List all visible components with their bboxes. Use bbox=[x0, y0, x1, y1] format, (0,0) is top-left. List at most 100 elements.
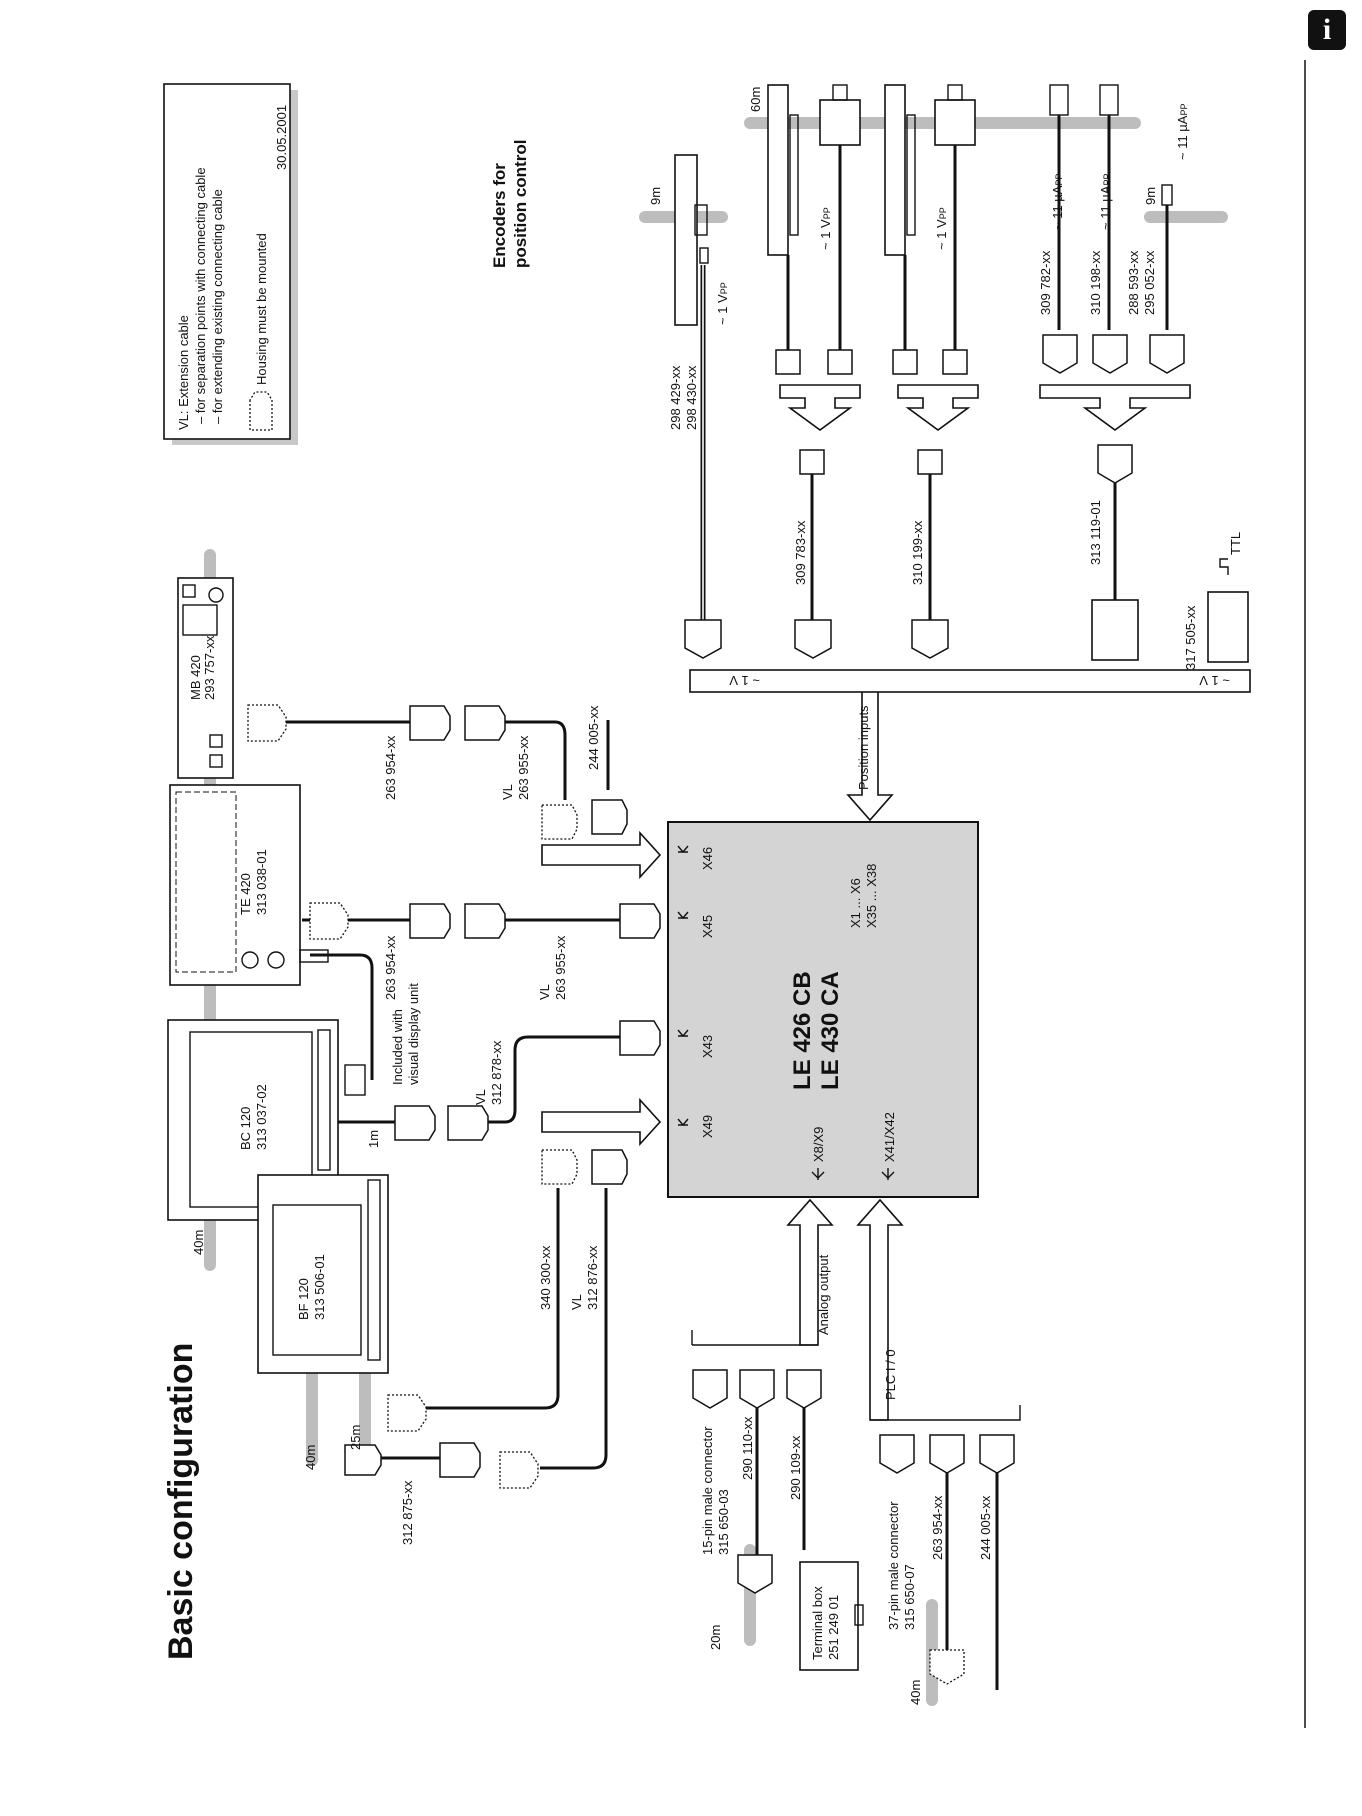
svg-text:40m: 40m bbox=[191, 1230, 206, 1255]
svg-text:X45: X45 bbox=[700, 915, 715, 938]
included-note: Included with visual display unit bbox=[299, 949, 421, 1096]
svg-text:Included with: Included with bbox=[390, 1009, 405, 1085]
cable-labels: 263 954-xx 263 954-xx VL 263 955-xx 244 … bbox=[383, 250, 1198, 1660]
svg-text:315 650-03: 315 650-03 bbox=[716, 1489, 731, 1555]
svg-text:VL: VL bbox=[500, 784, 515, 800]
position-inputs-label: Position inputs bbox=[856, 705, 871, 790]
svg-text:312 875-xx: 312 875-xx bbox=[400, 1480, 415, 1545]
svg-text:263 955-xx: 263 955-xx bbox=[516, 735, 531, 800]
legend-date: 30.05.2001 bbox=[274, 105, 289, 170]
svg-text:9m: 9m bbox=[648, 187, 663, 205]
svg-text:315 650-07: 315 650-07 bbox=[902, 1564, 917, 1630]
svg-text:263 954-xx: 263 954-xx bbox=[383, 935, 398, 1000]
input-arrows bbox=[541, 689, 904, 1421]
svg-text:310 199-xx: 310 199-xx bbox=[910, 520, 925, 585]
svg-text:244 005-xx: 244 005-xx bbox=[978, 1495, 993, 1560]
svg-text:1m: 1m bbox=[366, 1130, 381, 1148]
svg-text:X41/X42: X41/X42 bbox=[882, 1112, 897, 1162]
svg-text:Analog output: Analog output bbox=[816, 1254, 831, 1335]
plc-cables bbox=[879, 1434, 1015, 1690]
svg-text:VL: VL bbox=[537, 984, 552, 1000]
svg-text:290 110-xx: 290 110-xx bbox=[740, 1416, 755, 1480]
svg-text:317 505-xx: 317 505-xx bbox=[1183, 605, 1198, 670]
svg-text:20m: 20m bbox=[708, 1625, 723, 1650]
svg-text:290 109-xx: 290 109-xx bbox=[788, 1435, 803, 1500]
svg-text:~ 1 V: ~ 1 V bbox=[729, 673, 760, 688]
length-labels: 60m 9m 9m 40m 40m 25m 1m 20m 40m bbox=[191, 87, 1158, 1705]
svg-text:263 955-xx: 263 955-xx bbox=[553, 935, 568, 1000]
page-title: Basic configuration bbox=[162, 1343, 200, 1660]
bf120-unit: BF 120 313 506-01 bbox=[257, 1174, 389, 1374]
svg-text:TTL: TTL bbox=[1228, 532, 1243, 555]
svg-text:X35 ... X38: X35 ... X38 bbox=[864, 864, 879, 928]
svg-text:VL: VL bbox=[473, 1089, 488, 1105]
svg-text:X1 ... X6: X1 ... X6 bbox=[848, 878, 863, 928]
svg-text:313 037-02: 313 037-02 bbox=[254, 1084, 269, 1150]
housing-icon bbox=[249, 391, 273, 431]
svg-text:251 249 01: 251 249 01 bbox=[826, 1595, 841, 1660]
svg-text:Encoders for: Encoders for bbox=[490, 163, 509, 268]
svg-text:310 198-xx: 310 198-xx bbox=[1088, 250, 1103, 315]
svg-text:312 876-xx: 312 876-xx bbox=[585, 1245, 600, 1310]
cables-left bbox=[247, 704, 661, 1489]
svg-text:TE 420: TE 420 bbox=[238, 873, 253, 915]
svg-text:X46: X46 bbox=[700, 847, 715, 870]
main-unit-model-1: LE 426 CB bbox=[789, 971, 816, 1090]
svg-text:Terminal box: Terminal box bbox=[810, 1586, 825, 1660]
legend-line1: VL: Extension cable bbox=[176, 315, 191, 430]
svg-text:293 757-xx: 293 757-xx bbox=[202, 635, 217, 700]
feed-lines: Analog output PLC I / 0 bbox=[691, 1254, 1021, 1421]
main-unit-model-2: LE 430 CA bbox=[817, 971, 844, 1090]
svg-text:60m: 60m bbox=[748, 87, 763, 112]
svg-text:25m: 25m bbox=[348, 1425, 363, 1450]
svg-text:visual display unit: visual display unit bbox=[406, 983, 421, 1085]
encoders bbox=[674, 84, 1249, 663]
svg-text:263 954-xx: 263 954-xx bbox=[383, 735, 398, 800]
svg-text:340 300-xx: 340 300-xx bbox=[538, 1245, 553, 1310]
analog-output-cables bbox=[692, 1369, 864, 1671]
svg-text:309 783-xx: 309 783-xx bbox=[793, 520, 808, 585]
mb420-unit: MB 420 293 757-xx bbox=[177, 577, 234, 779]
legend-box: VL: Extension cable – for separation poi… bbox=[163, 83, 298, 445]
svg-text:BC 120: BC 120 bbox=[238, 1107, 253, 1150]
svg-text:40m: 40m bbox=[908, 1680, 923, 1705]
svg-text:263 954-xx: 263 954-xx bbox=[930, 1495, 945, 1560]
legend-line3: – for extending existing connecting cabl… bbox=[210, 189, 225, 424]
svg-text:~ 11 µAPP: ~ 11 µAPP bbox=[1050, 174, 1065, 231]
svg-text:313 506-01: 313 506-01 bbox=[312, 1254, 327, 1320]
svg-text:312 878-xx: 312 878-xx bbox=[489, 1040, 504, 1105]
svg-text:~ 1 VPP: ~ 1 VPP bbox=[934, 207, 949, 250]
svg-text:9m: 9m bbox=[1143, 187, 1158, 205]
svg-text:~ 11 µAPP: ~ 11 µAPP bbox=[1175, 104, 1190, 161]
encoders-heading: Encoders for position control bbox=[490, 140, 530, 268]
svg-text:295 052-xx: 295 052-xx bbox=[1142, 250, 1157, 315]
svg-text:MB 420: MB 420 bbox=[188, 655, 203, 700]
svg-text:~ 11 µAPP: ~ 11 µAPP bbox=[1098, 174, 1113, 231]
legend-housing: Housing must be mounted bbox=[254, 233, 269, 385]
svg-text:PLC I / 0: PLC I / 0 bbox=[883, 1349, 898, 1400]
svg-text:37-pin male connector: 37-pin male connector bbox=[886, 1501, 901, 1630]
signal-labels: ~ 1 VPP ~ 1 VPP ~ 1 VPP ~ 11 µAPP ~ 11 µ… bbox=[715, 104, 1243, 575]
svg-text:313 038-01: 313 038-01 bbox=[254, 849, 269, 915]
svg-text:~ 1 V: ~ 1 V bbox=[1199, 673, 1230, 688]
te420-unit: TE 420 313 038-01 bbox=[169, 784, 301, 986]
svg-text:X8/X9: X8/X9 bbox=[811, 1127, 826, 1162]
svg-text:313 119-01: 313 119-01 bbox=[1088, 500, 1103, 565]
svg-text:VL: VL bbox=[569, 1294, 584, 1310]
svg-text:309 782-xx: 309 782-xx bbox=[1038, 250, 1053, 315]
svg-text:~ 1 VPP: ~ 1 VPP bbox=[818, 207, 833, 250]
svg-text:40m: 40m bbox=[303, 1445, 318, 1470]
svg-text:15-pin male connector: 15-pin male connector bbox=[700, 1426, 715, 1555]
svg-text:~ 1 VPP: ~ 1 VPP bbox=[715, 282, 730, 325]
svg-text:288 593-xx: 288 593-xx bbox=[1126, 250, 1141, 315]
legend-line2: – for separation points with connecting … bbox=[193, 167, 208, 424]
svg-text:X43: X43 bbox=[700, 1035, 715, 1058]
svg-text:position control: position control bbox=[511, 140, 530, 268]
svg-text:298 429-xx: 298 429-xx bbox=[668, 365, 683, 430]
position-bus: ~ 1 V ~ 1 V bbox=[689, 669, 1251, 693]
info-icon: i bbox=[1308, 10, 1346, 50]
svg-text:244 005-xx: 244 005-xx bbox=[586, 705, 601, 770]
svg-text:X49: X49 bbox=[700, 1115, 715, 1138]
svg-text:BF 120: BF 120 bbox=[296, 1278, 311, 1320]
